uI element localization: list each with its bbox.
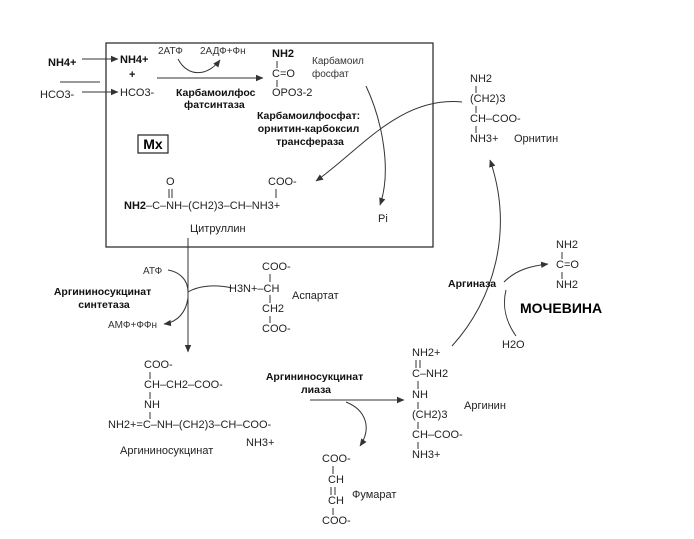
carbamoyl-phosphate-name: Карбамоил фосфат [312,55,367,80]
arginine-formula: NH2+ C–NH2 NH (CH2)3 CH–COO- NH3+ [412,347,466,461]
ornithine-formula: NH2 (CH2)3 CH–COO- NH3+ [470,73,524,145]
phosphate-product: Pi [378,213,388,225]
cofactor-curve-aspartate [187,285,233,293]
cofactor-curve-atp [167,269,189,293]
aspartate-formula: COO- H3N+–CH CH2 COO- [229,261,294,335]
mitochondria-label-frame [137,134,169,154]
water: H2O [502,339,525,351]
enzyme-cps: Карбамоилфос фатсинтаза [176,87,258,111]
cofactor-curve-1 [177,58,221,74]
adp-product: 2АДФ+Фн [200,46,246,57]
atp-step3: АТФ [143,266,163,277]
arrow-to-fumarate [345,401,367,447]
enzyme-asl: Аргининосукцинат лиаза [266,371,366,396]
fumarate-name: Фумарат [352,489,396,501]
urea-name: МОЧЕВИНА [520,300,602,316]
citrulline-chain: –C–NH–(CH2)3–CH–NH3+ [146,200,280,212]
arrow-ornithine-to-citrulline [315,101,463,182]
ornithine-name: Орнитин [514,133,558,145]
citrulline-o: O [166,176,175,188]
aspartate-name: Аспартат [292,290,339,302]
enzyme-ass: Аргининосукцинат синтетаза [54,286,154,311]
argininosuccinate-name: Аргининосукцинат [120,445,213,457]
arrow-arginine-to-ornithine [451,159,501,347]
mito-plus: + [129,69,135,81]
arginine-name: Аргинин [464,400,506,412]
citrulline-nh2: NH2 [124,200,146,212]
fumarate-formula: COO- CH CH COO- [322,453,354,527]
mito-ammonium: NH4+ [120,54,148,66]
cofactor-curve-amp [163,297,189,327]
mito-bicarbonate: HCO3- [120,87,155,99]
amp-product: АМФ+ФФн [108,320,157,331]
input-ammonium: NH4+ [48,57,76,69]
atp-cofactor: 2АТФ [158,46,183,57]
carbamoyl-nh2: NH2 [272,48,294,60]
enzyme-otc: Карбамоилфосфат: орнитин-карбоксил транс… [257,110,363,148]
input-bicarbonate: HCO3- [40,89,75,101]
water-curve [503,289,517,337]
carbamoyl-phosphate-group: OPO3-2 [272,87,312,99]
citrulline-name: Цитруллин [190,223,246,235]
arrow-carbamoyl-to-pi [365,85,386,206]
mitochondria-label: Mx [143,136,163,152]
arrow-to-urea [503,261,549,283]
citrulline-coo: COO- [268,176,297,188]
enzyme-arginase: Аргиназа [448,278,496,290]
urea-formula: NH2 C=O NH2 [556,239,582,291]
carbamoyl-carbonyl: C=O [272,68,295,80]
mitochondria-box [105,42,434,248]
argininosuccinate-formula: COO- CH–CH2–COO- NH NH2+=C–NH–(CH2)3–CH–… [108,359,274,449]
